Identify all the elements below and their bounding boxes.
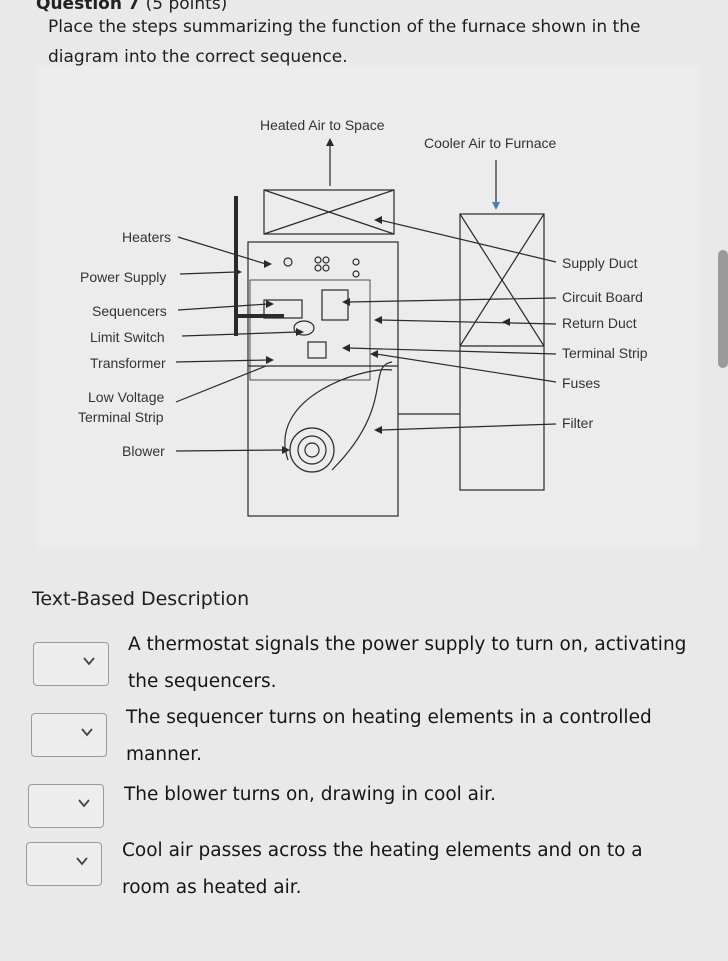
label-power-supply: Power Supply <box>80 269 166 285</box>
label-circuit-board: Circuit Board <box>562 289 643 305</box>
description-title: Text-Based Description <box>32 588 250 610</box>
question-label: Question 7 <box>36 0 140 14</box>
furnace-diagram-svg: Heated Air to Space Cooler Air to Furnac… <box>78 117 648 517</box>
label-heated-air: Heated Air to Space <box>260 117 385 133</box>
step-3-line-1: The blower turns on, drawing in cool air… <box>124 784 496 805</box>
label-low-voltage-terminal-strip: Terminal Strip <box>78 409 164 425</box>
return-duct-shape <box>459 213 545 491</box>
step-2-dropdown[interactable] <box>31 713 107 757</box>
question-prompt: Place the steps summarizing the function… <box>48 17 641 67</box>
step-2-line-2: manner. <box>126 744 202 765</box>
step-3-dropdown[interactable] <box>28 784 104 828</box>
step-4-line-2: room as heated air. <box>122 877 302 898</box>
supply-duct-shape <box>263 189 395 235</box>
chevron-down-icon <box>76 857 88 866</box>
furnace-diagram: Heated Air to Space Cooler Air to Furnac… <box>36 66 700 548</box>
label-limit-switch: Limit Switch <box>90 329 165 345</box>
step-1-text: A thermostat signals the power supply to… <box>128 626 728 700</box>
step-4-text: Cool air passes across the heating eleme… <box>122 832 722 906</box>
question-points: (5 points) <box>145 0 228 14</box>
label-fuses: Fuses <box>562 375 600 391</box>
chevron-down-icon <box>78 799 90 808</box>
label-heaters: Heaters <box>122 229 171 245</box>
label-transformer: Transformer <box>90 355 166 371</box>
label-low-voltage: Low Voltage <box>88 389 164 405</box>
step-1-line-2: the sequencers. <box>128 671 277 692</box>
label-cooler-air: Cooler Air to Furnace <box>424 135 556 151</box>
label-terminal-strip: Terminal Strip <box>562 345 648 361</box>
label-return-duct: Return Duct <box>562 315 637 331</box>
step-3-text: The blower turns on, drawing in cool air… <box>124 776 724 813</box>
furnace-cabinet <box>247 241 399 517</box>
label-filter: Filter <box>562 415 593 431</box>
question-header: Question 7 (5 points) <box>36 0 227 14</box>
page-scrollbar[interactable] <box>718 250 728 368</box>
label-sequencers: Sequencers <box>92 303 167 319</box>
label-blower: Blower <box>122 443 165 459</box>
step-1-dropdown[interactable] <box>33 642 109 686</box>
step-1-line-1: A thermostat signals the power supply to… <box>128 634 687 655</box>
chevron-down-icon <box>83 657 95 666</box>
blower-wheel <box>289 427 335 473</box>
step-2-line-1: The sequencer turns on heating elements … <box>126 707 652 728</box>
step-4-dropdown[interactable] <box>26 842 102 886</box>
label-supply-duct: Supply Duct <box>562 255 638 271</box>
step-4-line-1: Cool air passes across the heating eleme… <box>122 840 643 861</box>
step-2-text: The sequencer turns on heating elements … <box>126 699 726 773</box>
chevron-down-icon <box>81 728 93 737</box>
